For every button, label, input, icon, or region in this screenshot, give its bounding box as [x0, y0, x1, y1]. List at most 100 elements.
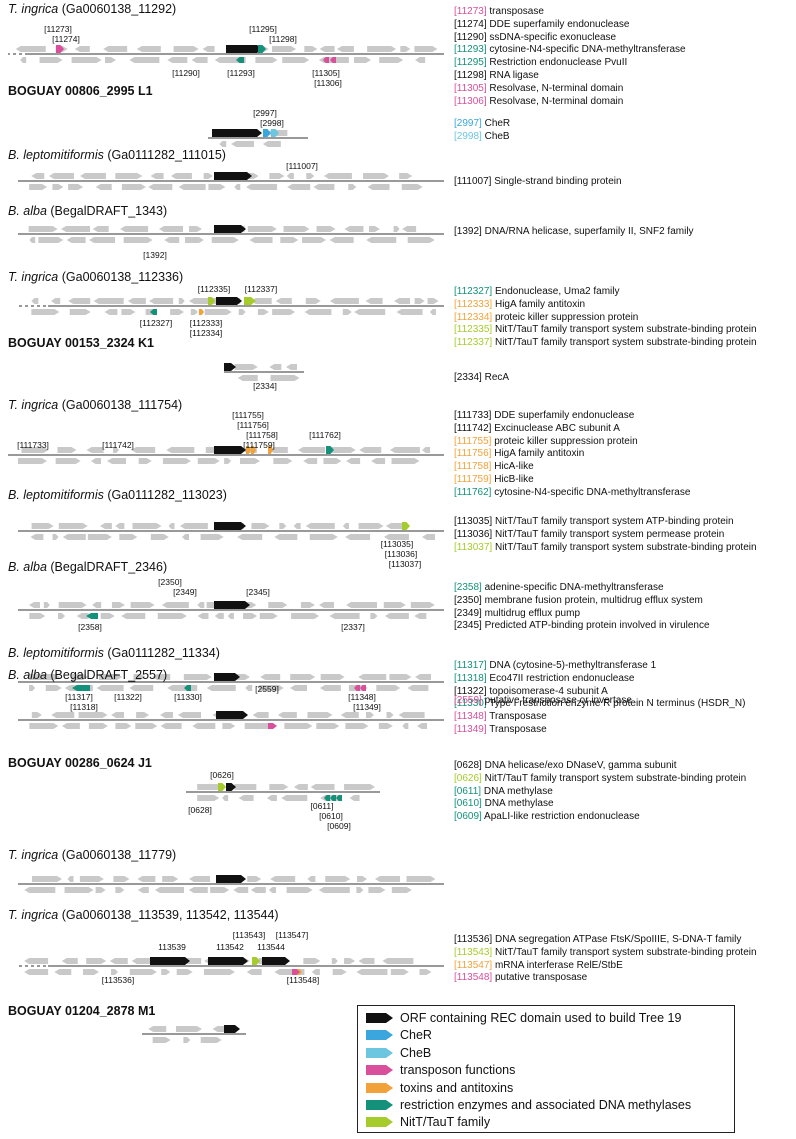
legend-label: CheB [400, 1045, 432, 1060]
gray-gene-arrow [273, 458, 293, 464]
gene-description: [111762] cytosine-N4-specific DNA-methyl… [454, 487, 796, 500]
gray-gene-arrow [129, 685, 154, 691]
gene-description: [2345] Predicted ATP-binding protein inv… [454, 620, 796, 633]
gray-gene-arrow [28, 226, 58, 232]
gene-panel: B. leptomitiformis (Ga0111282_111015)[11… [0, 148, 796, 228]
gene-label: [112335] [197, 284, 231, 294]
gray-gene-arrow [29, 723, 59, 729]
gene-description: [11349] Transposase [454, 724, 796, 737]
gene-description: [2559] putative transposase or invertase [454, 695, 796, 708]
panel-title-species: T. ingrica [8, 848, 59, 862]
transposon-gene-arrow [323, 57, 329, 63]
gray-gene-arrow [310, 784, 335, 790]
gene-description-list: [113035] NitT/TauT family transport syst… [454, 516, 796, 554]
gray-gene-arrow [61, 226, 91, 232]
gray-gene-arrow [104, 57, 116, 63]
gray-gene-arrow [374, 876, 400, 882]
gene-function: HicB-like [491, 473, 534, 485]
gray-gene-arrow [109, 958, 128, 964]
gene-description: [113548] putative transposase [454, 972, 796, 985]
gene-description-list: [2997] CheR[2998] CheB [454, 118, 796, 144]
gray-gene-arrow [349, 795, 360, 801]
gray-gene-arrow [208, 184, 226, 190]
panel-title-locus: (Ga0060138_111754) [58, 398, 183, 412]
panel-title-locus: (BegalDRAFT_2557) [46, 668, 168, 682]
nitt-gene-arrow [402, 522, 410, 530]
gene-label: [2334] [253, 381, 277, 391]
gray-gene-arrow [243, 613, 258, 619]
gray-gene-arrow [318, 602, 334, 608]
gray-gene-arrow [107, 458, 127, 464]
gray-gene-arrow [331, 958, 338, 964]
gray-gene-arrow [31, 876, 62, 882]
rec-gene-arrow [214, 446, 246, 454]
gray-gene-arrow [17, 458, 47, 464]
panel-title-species: T. ingrica [8, 908, 59, 922]
gray-gene-arrow [188, 226, 202, 232]
gray-gene-arrow [280, 237, 299, 243]
gene-track [18, 601, 444, 619]
gray-gene-arrow [393, 226, 400, 232]
gene-function: Endonuclease, Uma2 family [492, 286, 620, 297]
toxin-gene-arrow [199, 309, 204, 315]
gray-gene-arrow [184, 237, 204, 243]
gene-function: putative transposase or invertase [481, 695, 632, 706]
gene-description: [2998] CheB [454, 131, 796, 144]
gray-gene-arrow [71, 57, 102, 63]
gray-gene-arrow [304, 309, 332, 315]
toxin-gene-arrow [246, 446, 251, 454]
gray-gene-arrow [323, 458, 342, 464]
gene-id: [11306] [454, 95, 487, 107]
rec-gene-arrow [214, 225, 246, 233]
gray-gene-arrow [210, 887, 230, 893]
rec-gene-arrow [226, 783, 236, 791]
gray-gene-arrow [281, 795, 308, 801]
rec-gene-arrow [224, 1025, 240, 1033]
gray-gene-arrow [96, 685, 124, 691]
gene-panels: T. ingrica (Ga0060138_11292)[11273][1127… [0, 2, 796, 1043]
gene-function: Resolvase, N-terminal domain [486, 82, 624, 94]
gray-gene-arrow [427, 298, 439, 304]
panel-title: BOGUAY 00153_2324 K1 [8, 336, 154, 350]
gray-gene-arrow [99, 523, 112, 529]
gray-gene-arrow [429, 309, 436, 315]
gene-function: NitT/TauT family transport system permea… [492, 528, 725, 540]
gray-gene-arrow [154, 887, 184, 893]
panel-title-species: B. leptomitiformis [8, 148, 104, 162]
panel-title-species: T. ingrica [8, 398, 59, 412]
chemotaxis_cheb-gene-arrow [271, 129, 279, 137]
gene-track [4, 957, 444, 975]
gene-label: [11330] [174, 692, 202, 702]
gene-label: [11293] [227, 68, 255, 78]
gene-panel: T. ingrica (Ga0060138_11292)[11273][1127… [0, 2, 796, 88]
gray-gene-arrow [150, 534, 169, 540]
gene-panel: B. leptomitiformis (Ga0111282_11334)[113… [0, 646, 796, 726]
gray-gene-arrow [137, 887, 149, 893]
gray-gene-arrow [260, 674, 281, 680]
gray-gene-arrow [137, 876, 156, 882]
gene-label: [113548] [286, 975, 320, 985]
gray-gene-arrow [348, 184, 357, 190]
gray-gene-arrow [247, 876, 262, 882]
gene-panel: BOGUAY 00806_2995 L1[2997][2998] [0, 84, 796, 164]
gene-function: NitT/TauT family transport system substr… [492, 324, 757, 336]
gene-description: [111758] HicA-like [454, 461, 796, 474]
gray-gene-arrow [92, 602, 102, 608]
gray-gene-arrow [394, 298, 411, 304]
gray-gene-arrow [303, 958, 321, 964]
gray-gene-arrow [319, 46, 335, 52]
gene-label: [113035] [380, 539, 414, 549]
gray-gene-arrow [224, 458, 232, 464]
gray-gene-arrow [162, 876, 179, 882]
gray-gene-arrow [251, 523, 270, 529]
panel-title: B. leptomitiformis (Ga0111282_113023) [8, 488, 227, 502]
gray-gene-arrow [45, 685, 62, 691]
gray-gene-arrow [159, 712, 173, 718]
gene-panel: B. leptomitiformis (Ga0111282_113023) [11… [0, 488, 796, 569]
gray-gene-arrow [344, 958, 356, 964]
gray-gene-arrow [123, 237, 153, 243]
restriction-gene-arrow [326, 446, 334, 454]
panel-title-species: B. alba [8, 204, 47, 218]
gray-gene-arrow [342, 523, 349, 529]
gene-description-list: [2559] putative transposase or invertase [454, 695, 796, 708]
